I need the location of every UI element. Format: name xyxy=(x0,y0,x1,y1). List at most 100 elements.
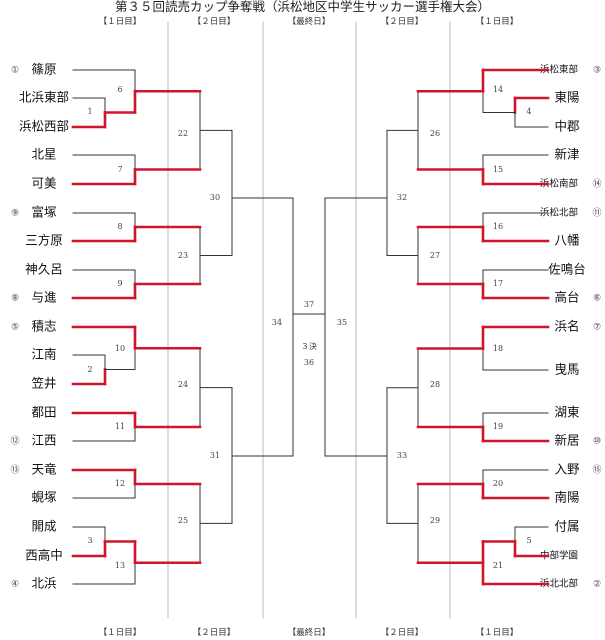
day-label-right-day2: 【２日目】 xyxy=(380,17,424,27)
match-number: 32 xyxy=(397,193,407,202)
team-name-left: 北浜東部 xyxy=(19,90,69,105)
team-name-left: 西高中 xyxy=(25,548,63,563)
team-name-left: 北星 xyxy=(31,147,56,162)
match-number: 11 xyxy=(115,422,125,431)
team-name-left: 三方原 xyxy=(25,233,63,248)
team-name-right: 曳馬 xyxy=(554,362,579,377)
third-place-label: ３決 xyxy=(301,341,317,351)
match-number: 6 xyxy=(117,85,122,94)
match-number: 5 xyxy=(526,536,531,545)
seed-badge: ③ xyxy=(593,66,601,76)
day-label-left-day1-bottom: 【１日目】 xyxy=(98,628,142,638)
match-number: 23 xyxy=(178,251,188,260)
team-name-right: 新居 xyxy=(554,433,579,448)
match-number: 28 xyxy=(430,380,440,389)
team-name-right: 中部学園 xyxy=(540,550,578,562)
team-name-right: 高台 xyxy=(554,290,579,305)
team-name-left: 開成 xyxy=(31,519,56,534)
match-number: 14 xyxy=(493,85,503,94)
seed-badge: ② xyxy=(593,580,601,590)
match-number: 8 xyxy=(117,222,122,231)
team-name-left: 江西 xyxy=(31,433,56,448)
team-name-left: 笠井 xyxy=(31,376,56,391)
team-name-right: 浜松東部 xyxy=(540,64,578,76)
match-number: 15 xyxy=(493,165,503,174)
team-name-right: 浜松南部 xyxy=(540,178,578,190)
team-name-right: 入野 xyxy=(554,462,580,477)
team-name-right: 東陽 xyxy=(554,90,579,105)
team-name-right: 八幡 xyxy=(554,233,580,248)
day-label-left-day2-bottom: 【２日目】 xyxy=(192,628,236,638)
seed-badge: ⑤ xyxy=(11,323,19,333)
seed-badge: ⑦ xyxy=(593,323,601,333)
match-number: 16 xyxy=(493,222,503,231)
match-number: 21 xyxy=(493,561,503,570)
match-number: 30 xyxy=(210,193,220,202)
match-number: 4 xyxy=(526,107,531,116)
match-number: 34 xyxy=(272,318,282,327)
day-label-final-day: 【最終日】 xyxy=(287,17,331,27)
match-number: 19 xyxy=(493,422,503,431)
match-number: 3 xyxy=(87,536,92,545)
team-name-right: 付属 xyxy=(554,519,579,534)
team-name-left: 神久呂 xyxy=(25,262,63,277)
seed-badge: ⑩ xyxy=(593,437,601,447)
match-number: 25 xyxy=(178,516,188,525)
team-name-left: 都田 xyxy=(31,405,56,420)
team-name-right: 新津 xyxy=(554,147,579,162)
team-name-right: 中郡 xyxy=(554,119,579,134)
team-name-left: 北浜 xyxy=(31,576,56,591)
team-name-right: 南陽 xyxy=(554,490,579,505)
match-number: 27 xyxy=(430,251,440,260)
match-number: 22 xyxy=(178,129,188,138)
match-number: 12 xyxy=(115,479,125,488)
seed-badge: ⑭ xyxy=(592,179,601,190)
team-name-left: 天竜 xyxy=(31,462,57,477)
seed-badge: ⑬ xyxy=(10,465,19,476)
seed-badge: ① xyxy=(11,66,19,76)
seed-badge: ⑫ xyxy=(10,436,19,447)
match-number: 26 xyxy=(430,129,440,138)
match-number: 2 xyxy=(87,365,92,374)
match-number: 29 xyxy=(430,516,440,525)
team-name-left: 浜松西部 xyxy=(19,119,69,134)
team-name-left: 可美 xyxy=(31,176,56,191)
seed-badge: ④ xyxy=(11,580,19,590)
match-number: 10 xyxy=(115,344,125,353)
team-name-right: 湖東 xyxy=(554,405,580,420)
team-name-left: 江南 xyxy=(31,347,56,362)
day-label-left-day1: 【１日目】 xyxy=(98,17,142,27)
team-name-left: 富塚 xyxy=(31,205,57,220)
seed-badge: ⑥ xyxy=(593,294,601,304)
seed-badge: ⑪ xyxy=(592,208,601,219)
team-name-left: 蜆塚 xyxy=(31,490,57,505)
day-label-right-day1: 【１日目】 xyxy=(475,17,519,27)
team-name-right: 佐鳴台 xyxy=(548,262,586,277)
match-number: 33 xyxy=(397,451,407,460)
team-name-left: 篠原 xyxy=(31,62,56,77)
team-name-left: 与進 xyxy=(31,290,57,305)
seed-badge: ⑨ xyxy=(11,209,19,219)
match-number: 31 xyxy=(210,451,220,460)
match-number: 17 xyxy=(493,279,503,288)
day-label-left-day2: 【２日目】 xyxy=(192,17,236,27)
team-name-right: 浜北北部 xyxy=(540,578,578,590)
team-name-right: 浜名 xyxy=(554,319,579,334)
page-title: 第３５回読売カップ争奪戦（浜松地区中学生サッカー選手権大会） xyxy=(114,0,490,14)
match-number: 24 xyxy=(178,380,188,389)
day-label-right-day1-bottom: 【１日目】 xyxy=(475,628,519,638)
day-label-right-day2-bottom: 【２日目】 xyxy=(380,628,424,638)
match-number-third-place: 36 xyxy=(304,358,314,367)
match-number: 13 xyxy=(115,561,125,570)
match-number: 18 xyxy=(493,344,503,353)
day-label-final-day-bottom: 【最終日】 xyxy=(287,628,331,638)
match-number: 35 xyxy=(337,318,347,327)
match-number-final: 37 xyxy=(304,300,314,309)
seed-badge: ⑧ xyxy=(11,294,19,304)
team-name-right: 浜松北部 xyxy=(540,207,578,219)
match-number: 9 xyxy=(117,279,122,288)
match-number: 7 xyxy=(117,165,122,174)
seed-badge: ⑮ xyxy=(592,465,601,476)
match-number: 1 xyxy=(87,107,92,116)
